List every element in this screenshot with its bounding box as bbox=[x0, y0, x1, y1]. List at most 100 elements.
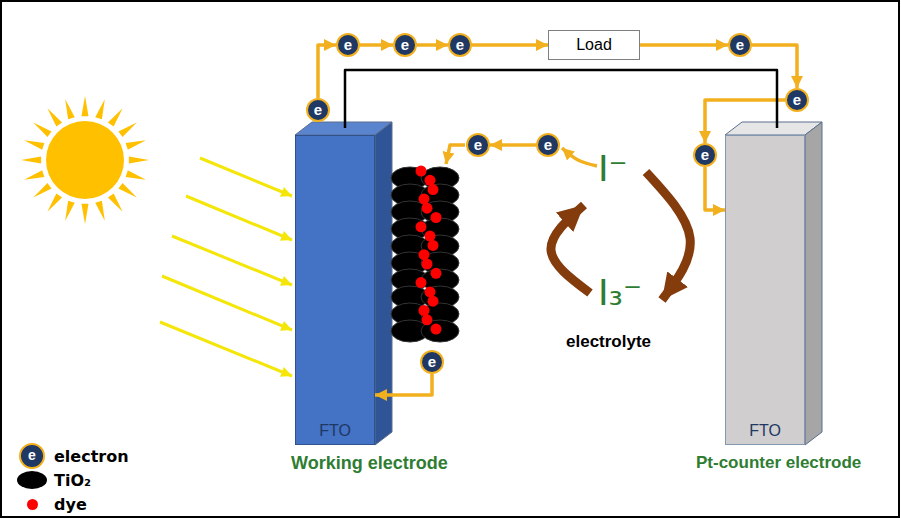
dye-molecule bbox=[419, 249, 430, 260]
electron-circle: e bbox=[336, 33, 360, 57]
sun-ray bbox=[47, 108, 62, 126]
electron-circle: e bbox=[785, 88, 809, 112]
light-ray-head bbox=[280, 321, 292, 331]
dye-molecule bbox=[425, 286, 436, 297]
fto-label: FTO bbox=[296, 422, 374, 440]
dye-molecule bbox=[425, 175, 436, 186]
electron-symbol: e bbox=[314, 102, 322, 117]
sun-ray bbox=[24, 170, 44, 180]
electron-symbol: e bbox=[736, 37, 744, 52]
electron-symbol: e bbox=[28, 448, 36, 462]
legend-row: dye bbox=[16, 492, 129, 516]
dye-molecule bbox=[416, 221, 427, 232]
sun-ray bbox=[81, 204, 88, 224]
ion-label: I₃⁻ bbox=[598, 272, 642, 313]
electron-flow-arrow bbox=[640, 43, 728, 47]
tio2-particle bbox=[421, 201, 459, 223]
dye-molecule bbox=[419, 305, 430, 316]
legend-row: e electron bbox=[16, 444, 129, 468]
load-box: Load bbox=[548, 30, 640, 60]
electrolyte-label: electrolyte bbox=[566, 332, 651, 352]
electron-symbol: e bbox=[793, 92, 801, 107]
electron-circle: e bbox=[466, 133, 490, 157]
electron-circle: e bbox=[393, 33, 417, 57]
electron-circle: e bbox=[536, 133, 560, 157]
electron-path bbox=[562, 148, 597, 166]
sun-ray bbox=[108, 193, 123, 211]
legend-sample-cell: e bbox=[16, 443, 48, 469]
sun-ray bbox=[65, 201, 75, 221]
light-ray-head bbox=[280, 367, 292, 377]
counter-electrode-faces bbox=[725, 122, 822, 445]
sun-ray bbox=[33, 122, 51, 137]
redox-arrow bbox=[646, 172, 690, 300]
sun bbox=[21, 96, 149, 224]
legend-text: dye bbox=[54, 495, 87, 514]
fto-label: FTO bbox=[726, 422, 804, 440]
electron-symbol: e bbox=[474, 137, 482, 152]
sun-ray bbox=[126, 140, 146, 150]
dye-molecule bbox=[428, 184, 439, 195]
legend-tio2-swatch bbox=[17, 471, 47, 489]
electron-flow-arrow bbox=[417, 43, 448, 47]
electron-flow-arrow bbox=[752, 45, 797, 88]
electron-flow-arrow bbox=[472, 43, 548, 47]
tio2-layer bbox=[391, 166, 459, 343]
sun-ray bbox=[108, 108, 123, 126]
electrode-heading: Working electrode bbox=[291, 453, 448, 474]
sun-ray bbox=[95, 201, 105, 221]
dye-molecule bbox=[422, 314, 433, 325]
electron-symbol: e bbox=[401, 37, 409, 52]
legend-dye-swatch bbox=[27, 499, 38, 510]
electrode-heading: Pt-counter electrode bbox=[696, 453, 861, 473]
load-label: Load bbox=[576, 36, 612, 54]
dye-molecule bbox=[416, 277, 427, 288]
legend-electron-sample: e bbox=[19, 443, 45, 469]
sun-ray bbox=[118, 183, 136, 198]
electrode-box: FTOWorking electrode bbox=[295, 135, 375, 445]
dye-molecule bbox=[425, 231, 436, 242]
legend-text: TiO₂ bbox=[54, 471, 91, 490]
electrode-side-face bbox=[805, 122, 822, 445]
light-ray bbox=[186, 196, 292, 240]
light-ray-head bbox=[280, 276, 292, 286]
light-ray-head bbox=[280, 187, 292, 197]
dye-molecule bbox=[422, 203, 433, 214]
electron-symbol: e bbox=[544, 137, 552, 152]
external-wire bbox=[345, 70, 777, 128]
dye-molecule bbox=[428, 296, 439, 307]
electron-circle: e bbox=[728, 33, 752, 57]
sun-ray bbox=[21, 156, 41, 163]
legend-row: TiO₂ bbox=[16, 468, 129, 492]
legend-sample-cell bbox=[16, 471, 48, 489]
light-ray bbox=[160, 322, 292, 376]
legend-text: electron bbox=[54, 447, 129, 466]
sun-ray bbox=[118, 122, 136, 137]
electron-symbol: e bbox=[344, 37, 352, 52]
electron-symbol: e bbox=[701, 147, 709, 162]
dye-molecule bbox=[431, 268, 442, 279]
sun-ray bbox=[129, 156, 149, 163]
legend-sample-cell bbox=[16, 499, 48, 510]
sun-ray bbox=[126, 170, 146, 180]
electron-symbol: e bbox=[456, 37, 464, 52]
electron-circle: e bbox=[693, 143, 717, 167]
dye-molecule bbox=[419, 193, 430, 204]
electron-flow-arrow bbox=[705, 167, 725, 210]
sun-ray bbox=[24, 140, 44, 150]
electron-flow-arrow bbox=[318, 45, 336, 98]
light-ray bbox=[162, 276, 292, 330]
ion-label: I⁻ bbox=[598, 148, 628, 189]
electron-circle: e bbox=[306, 98, 330, 122]
sun-ray bbox=[65, 99, 75, 119]
sun-ray bbox=[33, 183, 51, 198]
electron-symbol: e bbox=[428, 354, 436, 369]
legend: e electronTiO₂ dye bbox=[16, 444, 129, 516]
sun-disc bbox=[46, 121, 124, 199]
sun-ray bbox=[95, 99, 105, 119]
redox-arrow bbox=[551, 205, 590, 293]
electrode-box: FTOPt-counter electrode bbox=[725, 135, 805, 445]
sun-ray bbox=[47, 193, 62, 211]
